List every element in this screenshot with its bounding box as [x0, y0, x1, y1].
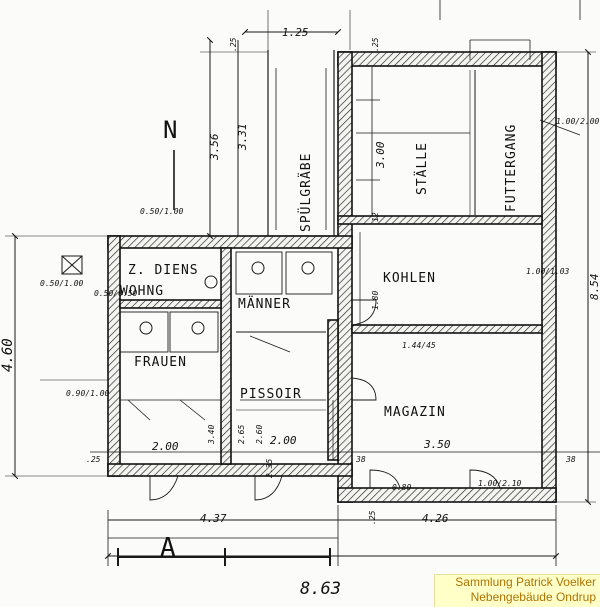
dim-win-100-210: 1.00/2.10 — [478, 479, 522, 488]
room-label-z-diens: Z. DIENS — [128, 263, 199, 278]
section-symbol: A — [160, 533, 176, 563]
room-labels: Z. DIENS WOHNG FRAUEN MÄNNER PISSOIR KOH… — [120, 124, 519, 420]
wall-stall-divider — [337, 215, 543, 225]
walls — [107, 51, 557, 503]
dim-stall-depth: 3.00 — [374, 141, 387, 169]
dim-v-260: 2.60 — [255, 425, 264, 444]
wall-north-left — [107, 235, 353, 249]
dim-wall-25-a: .25 — [229, 37, 238, 52]
north-arrow: N — [163, 116, 177, 210]
section-mark: A — [160, 533, 176, 563]
dim-wall-25-c: .25 — [86, 455, 101, 464]
dim-win-050-100-a: 0.50/1.00 — [140, 207, 184, 216]
stall-fixtures — [356, 39, 581, 215]
dim-span-200-b: 2.00 — [270, 434, 297, 447]
dim-v-235: 2.35 — [265, 459, 274, 478]
wall-west — [107, 235, 121, 477]
dim-w-38-a: 38 — [355, 455, 366, 464]
dim-win-050-050: 0.50/0.50 — [94, 289, 138, 298]
dim-win-050-100-b: 0.50/1.00 — [40, 279, 84, 288]
dim-w-38-b: 38 — [565, 455, 576, 464]
wall-partition-a — [220, 247, 232, 465]
dim-win-100-103: 1.00/1.03 — [526, 267, 570, 276]
room-label-wohng: WOHNG — [120, 284, 164, 299]
dim-v-340: 3.40 — [207, 425, 216, 445]
dim-win-080: 0.80 — [392, 483, 411, 492]
wall-east — [541, 51, 557, 503]
collection-caption: Sammlung Patrick Voelker Nebengebäude On… — [434, 574, 600, 607]
wall-middle — [337, 51, 353, 503]
dim-v-180: 1.80 — [371, 291, 380, 310]
wall-south-left — [107, 463, 353, 477]
dim-win-090-100: 0.90/1.00 — [66, 389, 110, 398]
dim-v-265: 2.65 — [237, 425, 246, 444]
dim-upper-depth: 3.56 — [208, 133, 221, 161]
wall-south-right — [337, 487, 557, 503]
dim-span-200-a: 2.00 — [152, 440, 179, 453]
spuelgrube-channel — [260, 50, 338, 237]
chimney-symbol — [61, 255, 83, 275]
dim-wall-25-b: .25 — [371, 37, 380, 52]
dim-right-width: 4.26 — [422, 512, 449, 525]
dim-span-125: 1.25 — [282, 26, 309, 39]
dim-v-12: 12 — [371, 212, 380, 222]
dim-win-100-200: 1.00/2.00 — [556, 117, 600, 126]
dimension-labels: 8.63 4.37 4.26 8.54 4.60 3.56 3.31 3.00 … — [0, 26, 600, 599]
room-label-magazin: MAGAZIN — [384, 405, 446, 420]
wall-north-right — [337, 51, 557, 67]
dim-left-width: 4.37 — [200, 512, 227, 525]
doors — [149, 299, 501, 501]
wc-fixtures — [119, 251, 333, 421]
room-label-frauen: FRAUEN — [134, 355, 187, 370]
dim-total-width: 8.63 — [300, 579, 341, 599]
wall-kohlen-divider — [351, 324, 543, 334]
dim-wall-25-d: .25 — [368, 510, 377, 525]
room-label-futtergang: FUTTERGANG — [504, 124, 519, 212]
dim-depth-left: 4.60 — [0, 338, 16, 372]
dim-span-350: 3.50 — [423, 438, 451, 451]
room-label-pissoir: PISSOIR — [240, 387, 302, 402]
room-label-maenner: MÄNNER — [238, 296, 291, 312]
dim-depth-right: 8.54 — [588, 274, 600, 301]
room-label-staelle: STÄLLE — [414, 142, 430, 195]
caption-line-1: Sammlung Patrick Voelker — [455, 575, 596, 589]
room-label-spuelgraube: SPÜLGRÄBE — [297, 153, 314, 232]
dim-win-144-45: 1.44/45 — [402, 341, 436, 350]
dimension-lines — [5, 0, 600, 566]
dim-upper-inner: 3.31 — [236, 124, 249, 152]
wall-partition-b — [119, 299, 222, 309]
caption-line-2: Nebengebäude Ondrup — [470, 590, 596, 604]
room-label-kohlen: KOHLEN — [383, 271, 436, 286]
north-arrow-letter: N — [163, 116, 177, 144]
